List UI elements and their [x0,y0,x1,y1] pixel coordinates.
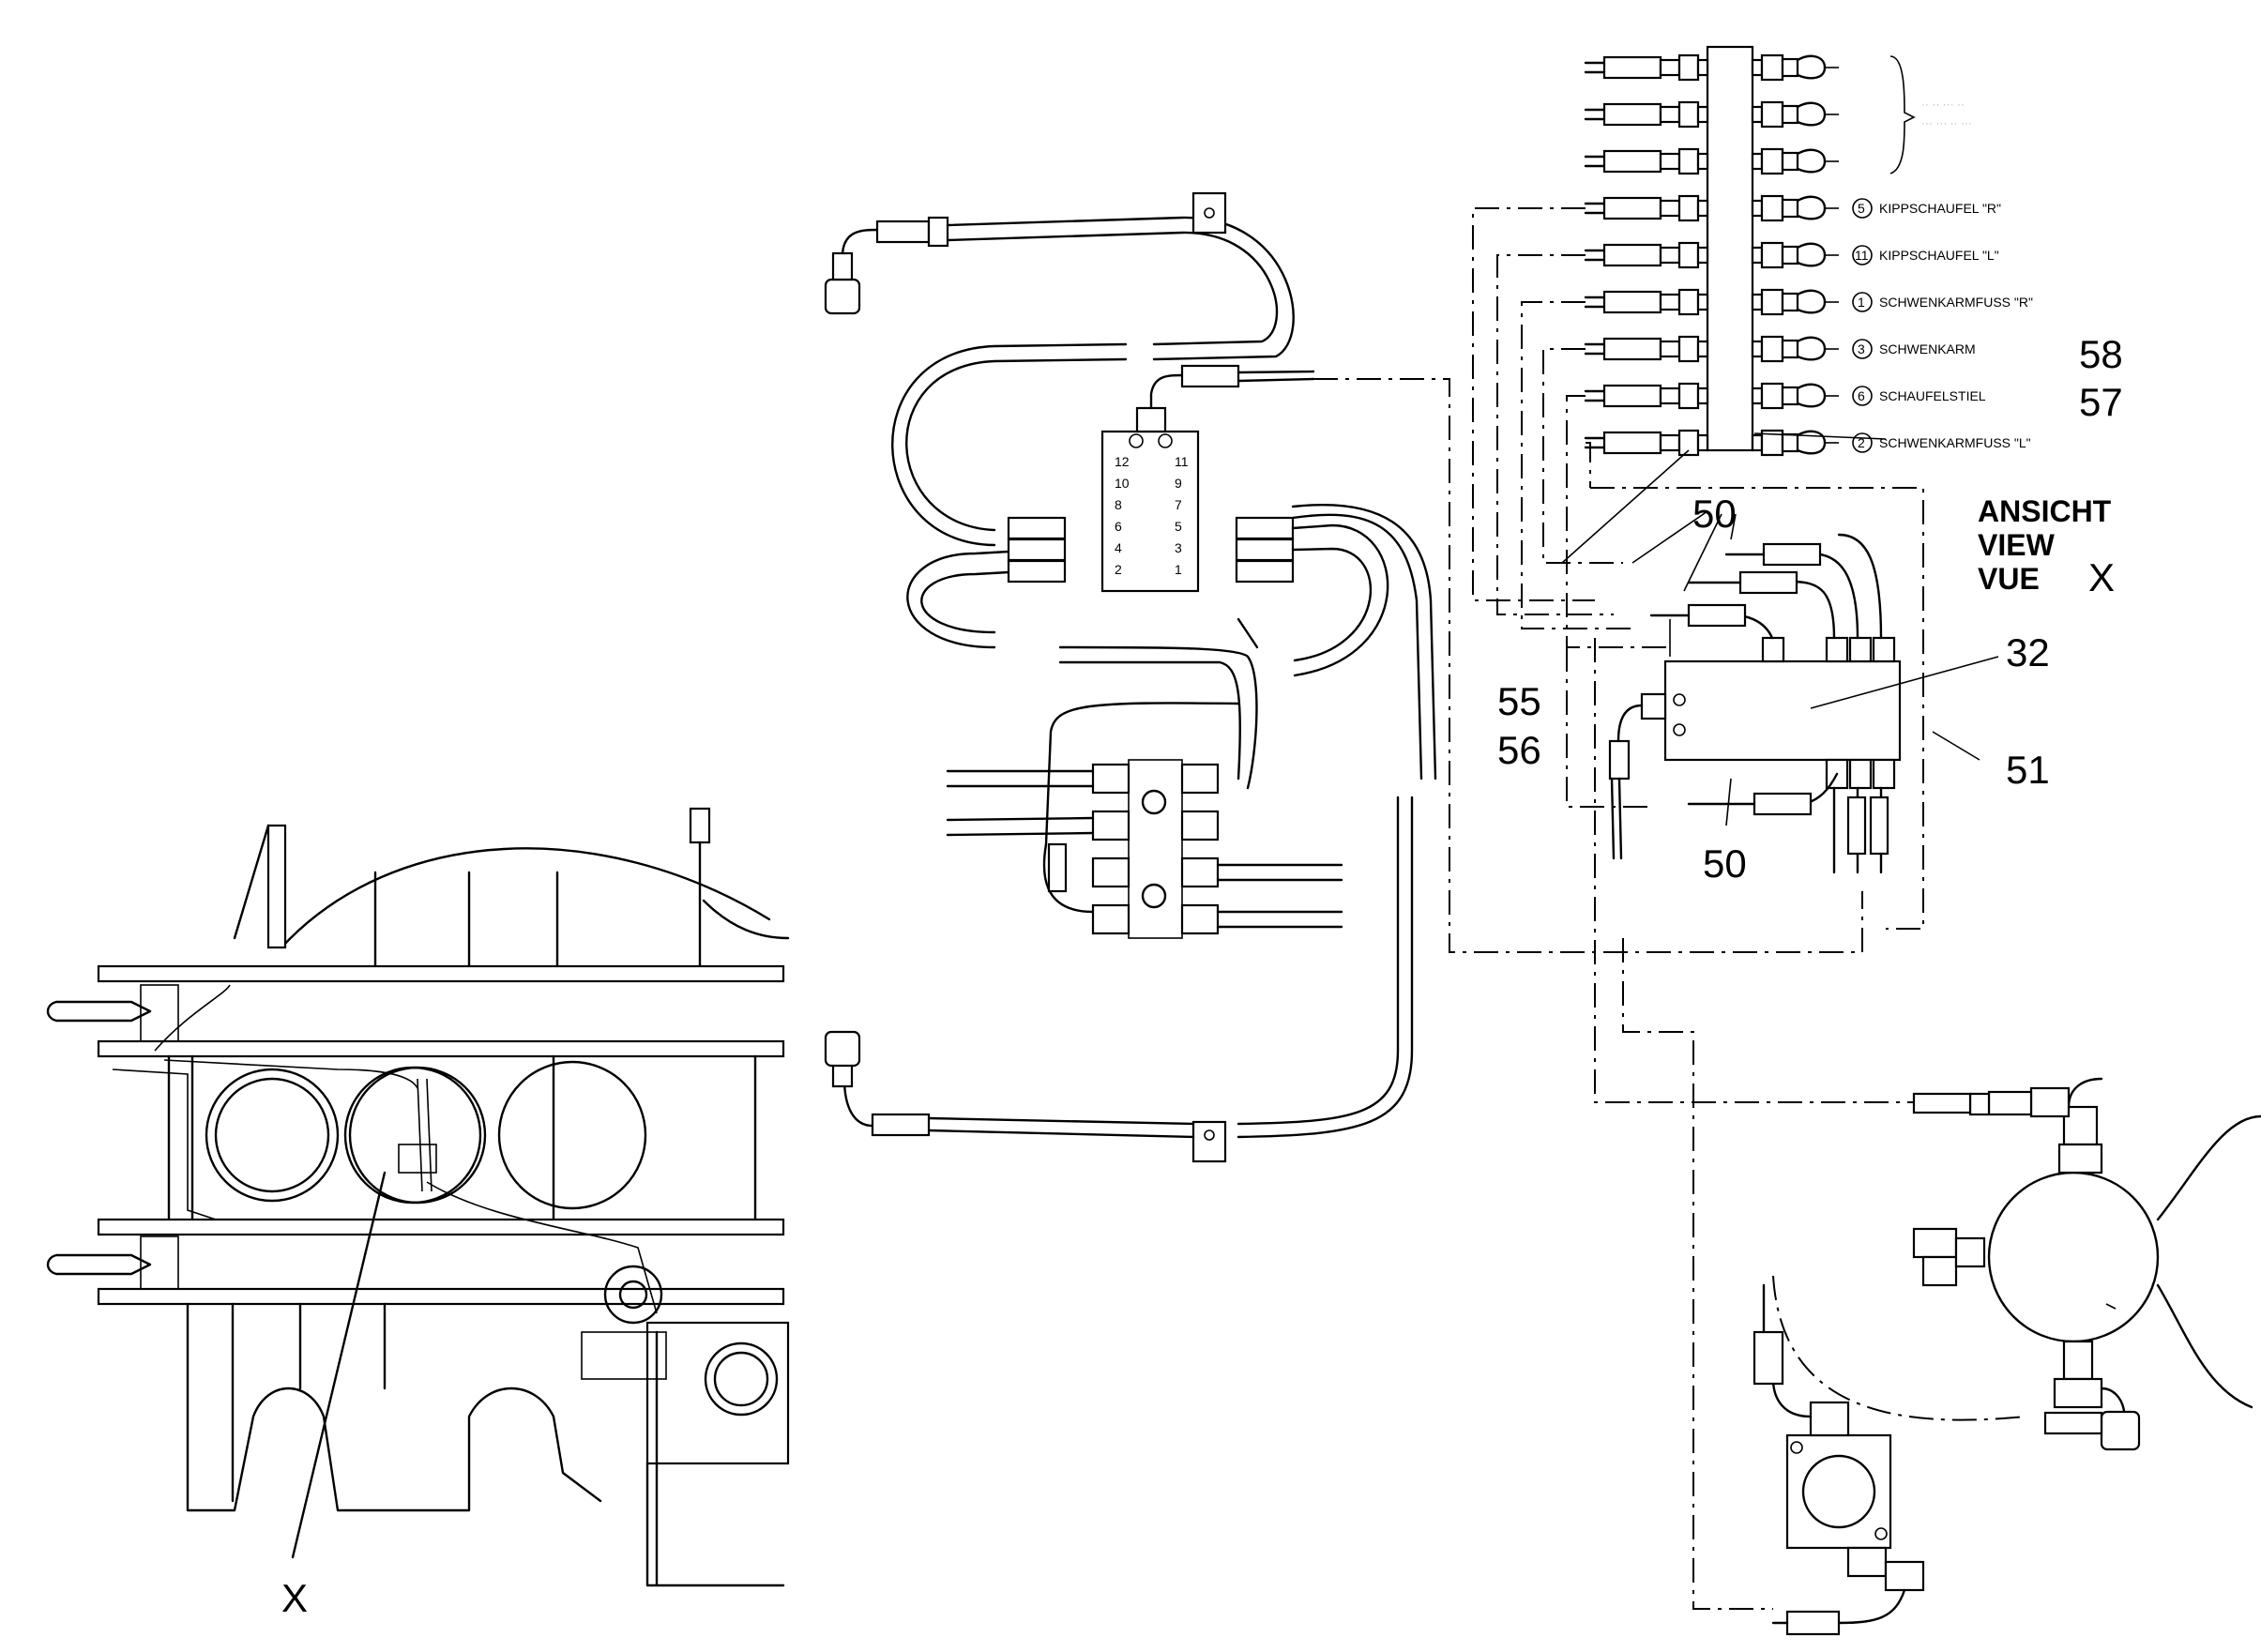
lube-point-label-4: SCHAUFELSTIEL [1879,388,1986,403]
port-right-3: 5 [1175,519,1182,534]
view-title-line-1: VIEW [1978,528,2056,562]
port-right-4: 3 [1175,540,1182,555]
port-left-2: 8 [1115,497,1122,512]
lube-point-row-4: 6 SCHAUFELSTIEL [1852,386,1986,406]
lube-point-row-2: 1 SCHWENKARMFUSS "R" [1852,292,2033,312]
lube-point-labels: 5 KIPPSCHAUFEL "R" 11 KIPPSCHAUFEL "L" 1… [1852,198,2033,453]
lube-point-label-0: KIPPSCHAUFEL "R" [1879,201,2001,216]
callout-32: 32 [2006,630,2050,674]
lube-point-row-1: 11 KIPPSCHAUFEL "L" [1852,245,1999,265]
callout-58: 58 [2079,332,2123,376]
manifold-fitting-row [1584,429,1839,457]
port-right-5: 1 [1175,562,1182,577]
view-title-line-2: VUE [1978,562,2040,596]
manifold-fitting-row [1584,53,1839,82]
lube-point-num-0: 5 [1858,201,1865,216]
distributor-hose-assembly [824,191,1437,1163]
callout-56: 56 [1497,728,1541,772]
port-left-3: 6 [1115,519,1122,534]
manifold-fitting-row [1584,241,1839,269]
lube-point-label-1: KIPPSCHAUFEL "L" [1879,248,1999,263]
callout-50-bottom: 50 [1703,841,1747,886]
callout-57: 57 [2079,380,2123,424]
port-left-0: 12 [1115,454,1130,469]
callout-x-left: X [281,1576,308,1620]
lube-point-num-2: 1 [1858,295,1865,310]
svg-text:·· ·· ··· ··: ·· ·· ··· ·· [1921,98,1965,111]
manifold-fitting-row [1584,100,1839,129]
distributor-port-labels: 12 10 8 6 4 2 11 9 7 5 3 1 [1115,454,1189,577]
view-title-x: X [2088,555,2115,599]
manifold-fitting-row [1584,288,1839,316]
port-left-4: 4 [1115,540,1122,555]
manifold-fitting-row [1584,335,1839,363]
manifold-bar: ·· ·· ··· ·· ··· ··· ·· ··· [1584,45,1972,457]
port-right-2: 7 [1175,497,1182,512]
lube-point-num-3: 3 [1858,341,1865,356]
manifold-fitting-row [1584,382,1839,410]
lube-point-num-4: 6 [1858,388,1865,403]
lube-point-row-0: 5 KIPPSCHAUFEL "R" [1852,198,2001,219]
port-left-5: 2 [1115,562,1122,577]
port-right-0: 11 [1175,454,1189,469]
lube-point-num-5: 2 [1858,435,1865,450]
manifold-fitting-row [1584,194,1839,222]
view-title-line-0: ANSICHT [1978,494,2112,528]
callout-50-top: 50 [1692,492,1737,536]
manifold-fitting-row [1584,147,1839,175]
callout-51: 51 [2006,748,2050,792]
callout-55: 55 [1497,679,1541,723]
view-x-title: ANSICHT VIEW VUE X [1978,494,2115,599]
lube-point-num-1: 11 [1855,248,1869,263]
lube-point-label-3: SCHWENKARM [1879,341,1976,356]
port-right-1: 9 [1175,476,1182,491]
lube-point-label-5: SCHWENKARMFUSS "L" [1879,435,2031,450]
svg-text:··· ··· ·· ···: ··· ··· ·· ··· [1921,116,1972,129]
distribution-block-32 [1561,432,1999,874]
dash-dot-leader-lines [1313,207,2027,1610]
lube-point-row-5: 2 SCHWENKARMFUSS "L" [1852,432,2031,453]
pump-tank-assembly [1753,1077,2261,1636]
lube-point-label-2: SCHWENKARMFUSS "R" [1879,295,2033,310]
machine-frame-drawing [46,807,790,1587]
lube-point-row-3: 3 SCHWENKARM [1852,339,1976,359]
port-left-1: 10 [1115,476,1130,491]
